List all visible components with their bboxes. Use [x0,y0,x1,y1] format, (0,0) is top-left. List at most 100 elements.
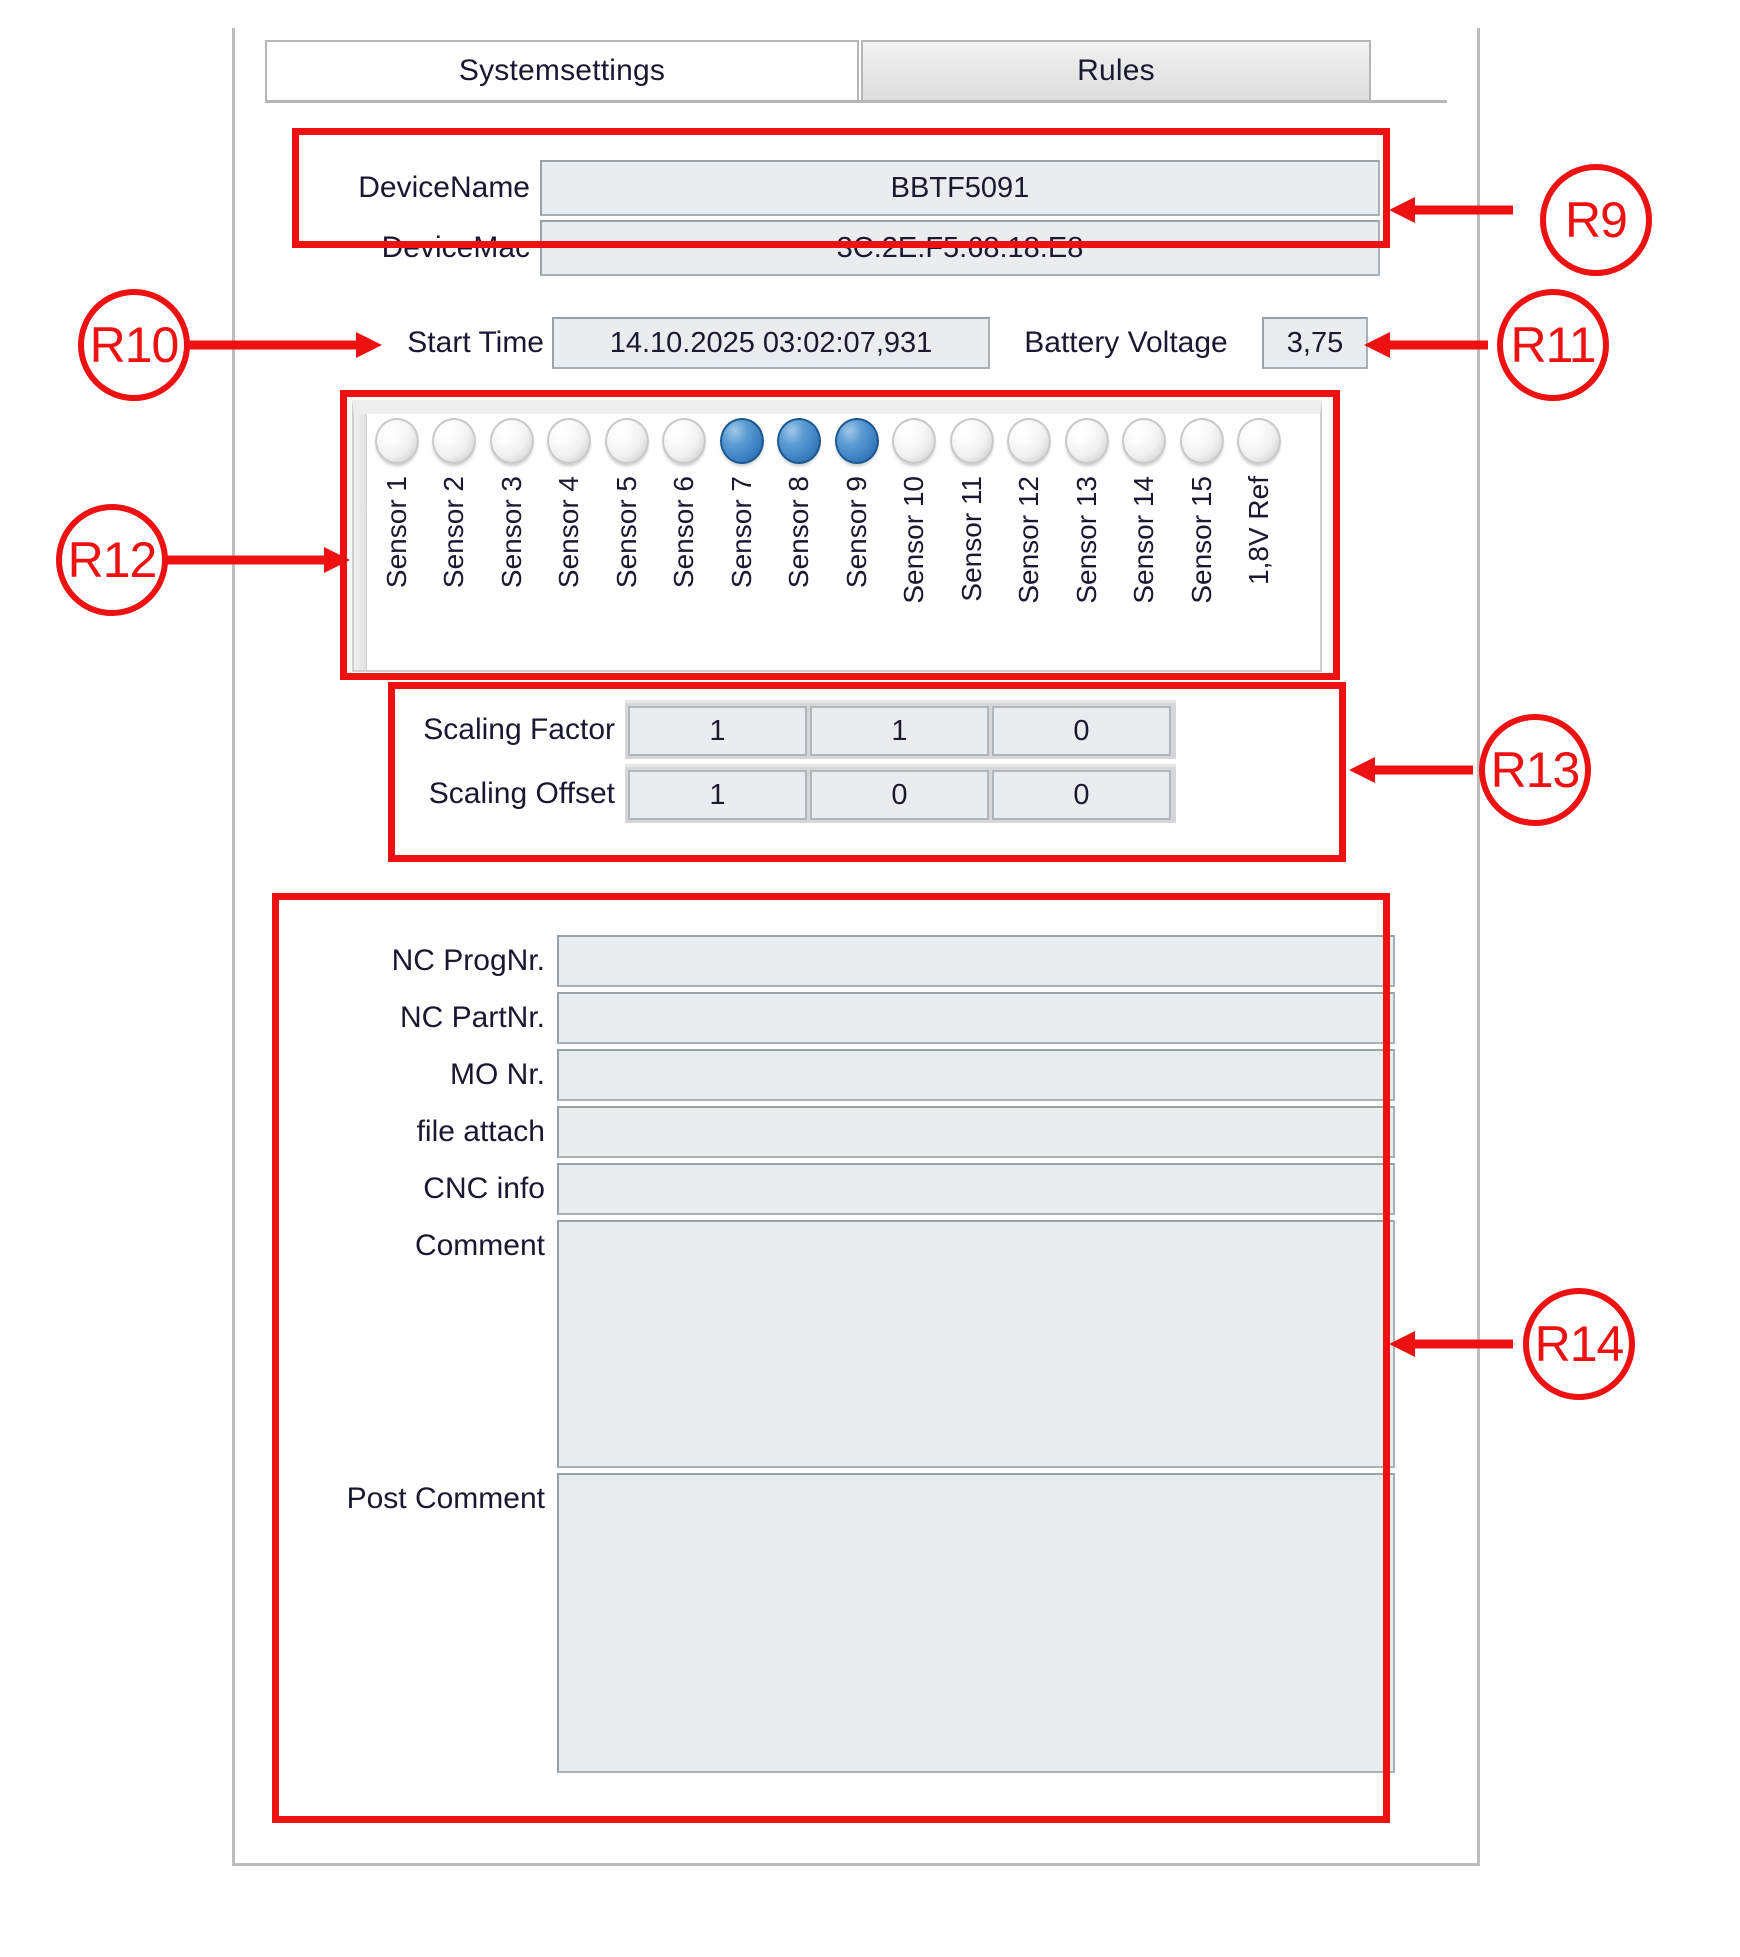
sensor-led-indicator[interactable] [1007,418,1052,464]
device-name-row: DeviceName BBTF5091 [330,160,1380,216]
scaling-offset-cell-2[interactable]: 0 [810,770,989,820]
post-comment-row: Post Comment [300,1473,1395,1773]
post-comment-field[interactable] [557,1473,1395,1773]
scaling-factor-row: Scaling Factor 1 1 0 [400,700,1176,759]
sensor-column: Sensor 15 [1173,414,1231,670]
sensor-label: Sensor 8 [783,476,815,589]
post-comment-label: Post Comment [346,1482,545,1515]
sensor-column: Sensor 13 [1058,414,1116,670]
sensor-led-indicator[interactable] [1237,418,1282,464]
sensor-led-indicator[interactable] [432,418,477,464]
sensor-label: Sensor 13 [1070,476,1102,604]
job-info-group: NC ProgNr. NC PartNr. MO Nr. file attach… [300,935,1395,1778]
annotation-callout-r10: R10 [78,289,190,401]
sensor-led-indicator[interactable] [777,418,822,464]
comment-field[interactable] [557,1220,1395,1468]
mo-nr-field[interactable] [557,1049,1395,1101]
annotation-callout-r9-label: R9 [1565,192,1628,248]
scaling-group: Scaling Factor 1 1 0 Scaling Offset 1 0 … [400,700,1176,828]
sensor-column: Sensor 14 [1116,414,1174,670]
comment-label: Comment [414,1229,545,1262]
sensor-led-indicator[interactable] [1064,418,1109,464]
scaling-offset-row: Scaling Offset 1 0 0 [400,764,1176,823]
sensor-led-indicator[interactable] [949,418,994,464]
nc-prognr-field[interactable] [557,935,1395,987]
sensor-label: Sensor 15 [1185,476,1217,604]
scaling-factor-cell-3[interactable]: 0 [992,706,1171,756]
sensor-led-indicator[interactable] [719,418,764,464]
annotation-callout-r11: R11 [1497,289,1609,401]
sensor-label: Sensor 4 [553,476,585,589]
sensor-label: 1,8V Ref [1243,476,1275,585]
sensor-column: Sensor 3 [483,414,541,670]
sensor-label: Sensor 3 [495,476,527,589]
scaling-factor-cell-2[interactable]: 1 [810,706,989,756]
scaling-factor-label: Scaling Factor [423,712,615,746]
annotation-callout-r14: R14 [1523,1288,1635,1400]
device-mac-label: DeviceMac [381,231,530,264]
sensor-column: Sensor 12 [1001,414,1059,670]
device-mac-field[interactable]: 3C:2E:F5:68:18:E8 [540,220,1380,276]
sensor-label: Sensor 6 [668,476,700,589]
scaling-offset-cell-3[interactable]: 0 [992,770,1171,820]
sensor-led-indicator[interactable] [1122,418,1167,464]
scaling-factor-cell-1[interactable]: 1 [628,706,807,756]
nc-partnr-row: NC PartNr. [300,992,1395,1044]
sensor-led-indicator[interactable] [1179,418,1224,464]
sensor-column: Sensor 10 [886,414,944,670]
file-attach-field[interactable] [557,1106,1395,1158]
sensor-column: Sensor 2 [426,414,484,670]
sensor-label: Sensor 12 [1013,476,1045,604]
sensor-led-indicator[interactable] [662,418,707,464]
sensor-panel-scroll-edge[interactable] [354,414,367,670]
sensor-label: Sensor 7 [725,476,757,589]
annotation-callout-r12-label: R12 [67,532,158,588]
annotation-callout-r12: R12 [56,504,168,616]
tab-rules-label: Rules [1077,54,1155,87]
sensor-led-indicator[interactable] [374,418,419,464]
scaling-offset-label: Scaling Offset [428,776,615,810]
sensor-columns: Sensor 1 Sensor 2 Sensor 3 Sensor 4 Sensor 5… [354,414,1320,670]
nc-prognr-row: NC ProgNr. [300,935,1395,987]
cnc-info-label: CNC info [423,1172,545,1205]
sensor-column: Sensor 5 [598,414,656,670]
annotation-callout-r13-label: R13 [1490,742,1581,798]
cnc-info-row: CNC info [300,1163,1395,1215]
battery-voltage-field[interactable]: 3,75 [1262,317,1368,369]
sensor-column: Sensor 1 [368,414,426,670]
sensor-column: Sensor 6 [656,414,714,670]
annotation-callout-r11-label: R11 [1510,317,1596,373]
file-attach-label: file attach [416,1115,545,1148]
comment-row: Comment [300,1220,1395,1468]
timing-row: Start Time 14.10.2025 03:02:07,931 Batte… [372,317,1368,369]
annotation-callout-r9: R9 [1540,164,1652,276]
nc-partnr-field[interactable] [557,992,1395,1044]
sensor-label: Sensor 11 [955,476,987,602]
tab-rules[interactable]: Rules [861,40,1371,102]
start-time-label: Start Time [407,326,544,359]
sensor-led-indicator[interactable] [604,418,649,464]
sensor-led-indicator[interactable] [834,418,879,464]
tab-strip: Systemsettings Rules [265,40,1447,102]
sensor-led-indicator[interactable] [489,418,534,464]
sensor-column: Sensor 8 [771,414,829,670]
tab-systemsettings[interactable]: Systemsettings [265,40,859,102]
sensor-led-indicator[interactable] [892,418,937,464]
device-name-field[interactable]: BBTF5091 [540,160,1380,216]
mo-nr-label: MO Nr. [450,1058,545,1091]
annotation-callout-r13: R13 [1479,714,1591,826]
nc-partnr-label: NC PartNr. [399,1001,545,1034]
sensor-indicator-panel: Sensor 1 Sensor 2 Sensor 3 Sensor 4 Sensor 5… [352,400,1322,672]
nc-prognr-label: NC ProgNr. [391,944,545,977]
annotation-callout-r14-label: R14 [1534,1316,1625,1372]
sensor-led-indicator[interactable] [547,418,592,464]
sensor-label: Sensor 10 [898,476,930,604]
scaling-offset-cell-1[interactable]: 1 [628,770,807,820]
device-mac-row: DeviceMac 3C:2E:F5:68:18:E8 [330,220,1380,276]
cnc-info-field[interactable] [557,1163,1395,1215]
start-time-field[interactable]: 14.10.2025 03:02:07,931 [552,317,990,369]
sensor-label: Sensor 1 [380,476,412,589]
scaling-factor-grid: 1 1 0 [625,700,1176,759]
sensor-label: Sensor 2 [438,476,470,589]
device-info-group: DeviceName BBTF5091 DeviceMac 3C:2E:F5:6… [330,160,1380,280]
